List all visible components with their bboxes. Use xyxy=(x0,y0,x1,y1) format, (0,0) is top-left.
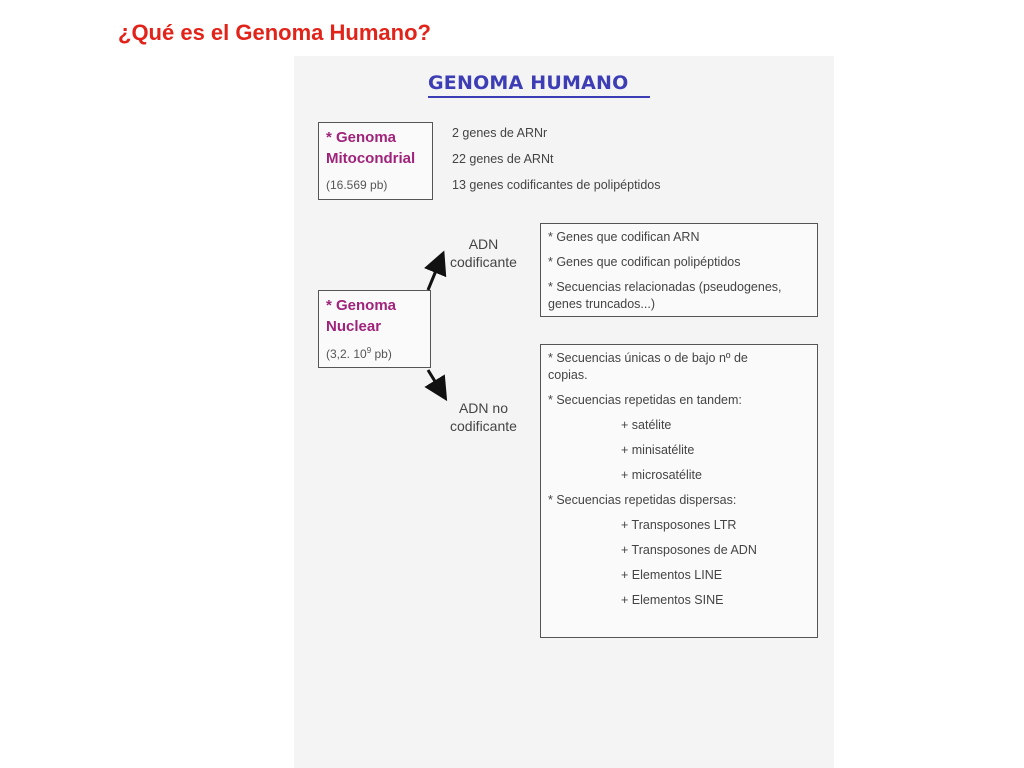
list-item: + Transposones LTR xyxy=(621,518,737,532)
genome-diagram: GENOMA HUMANO * Genoma Mitocondrial (16.… xyxy=(294,56,834,768)
coding-label-line2: codificante xyxy=(450,254,517,270)
mitochondrial-genome-box: * Genoma Mitocondrial (16.569 pb) xyxy=(318,122,433,200)
nuc-line1: * Genoma xyxy=(326,297,397,314)
nuc-line2: Nuclear xyxy=(326,318,382,335)
list-item: genes truncados...) xyxy=(548,297,656,311)
list-item: + Elementos SINE xyxy=(621,593,724,607)
list-item: copias. xyxy=(548,368,588,382)
list-item: * Secuencias repetidas en tandem: xyxy=(548,393,742,407)
list-item: + satélite xyxy=(621,418,672,432)
noncoding-label-line2: codificante xyxy=(450,418,517,434)
list-item: + Elementos LINE xyxy=(621,568,723,582)
nuclear-genome-box: * Genoma Nuclear (3,2. 109 pb) xyxy=(318,290,431,368)
nuc-size-suffix: pb) xyxy=(371,347,392,361)
noncoding-label-line1: ADN no xyxy=(458,400,508,416)
title-underline xyxy=(428,96,650,98)
list-item: * Genes que codifican polipéptidos xyxy=(548,255,741,269)
mito-feature-arnr: 2 genes de ARNr xyxy=(452,126,548,140)
coding-dna-box: * Genes que codifican ARN * Genes que co… xyxy=(540,223,818,317)
list-item: + Transposones de ADN xyxy=(621,543,757,557)
mito-line1: * Genoma xyxy=(326,129,397,146)
coding-label-line1: ADN xyxy=(468,236,499,252)
list-item: * Secuencias relacionadas (pseudogenes, xyxy=(548,280,782,294)
coding-dna-label: ADN codificante xyxy=(450,235,517,271)
list-item: * Secuencias únicas o de bajo nº de xyxy=(548,351,748,365)
mito-feature-polypeptides: 13 genes codificantes de polipéptidos xyxy=(452,178,661,192)
mito-feature-arnt: 22 genes de ARNt xyxy=(452,152,554,166)
noncoding-dna-label: ADN no codificante xyxy=(450,399,517,435)
mito-line2: Mitocondrial xyxy=(326,150,416,167)
list-item: + minisatélite xyxy=(621,443,695,457)
nuc-size-exponent: 9 xyxy=(366,346,372,355)
connector-arrows xyxy=(424,250,448,402)
mito-size: (16.569 pb) xyxy=(326,178,388,192)
arrow-to-coding xyxy=(424,250,447,291)
arrow-to-noncoding xyxy=(424,369,448,402)
list-item: * Secuencias repetidas dispersas: xyxy=(548,493,737,507)
slide-title: ¿Qué es el Genoma Humano? xyxy=(118,20,431,45)
nuc-size-prefix: (3,2. 10 xyxy=(326,347,367,361)
diagram-title: GENOMA HUMANO xyxy=(428,72,629,94)
nuc-size: (3,2. 109 pb) xyxy=(326,346,392,361)
noncoding-dna-box: * Secuencias únicas o de bajo nº de copi… xyxy=(540,344,818,638)
list-item: + microsatélite xyxy=(621,468,702,482)
list-item: * Genes que codifican ARN xyxy=(548,230,700,244)
